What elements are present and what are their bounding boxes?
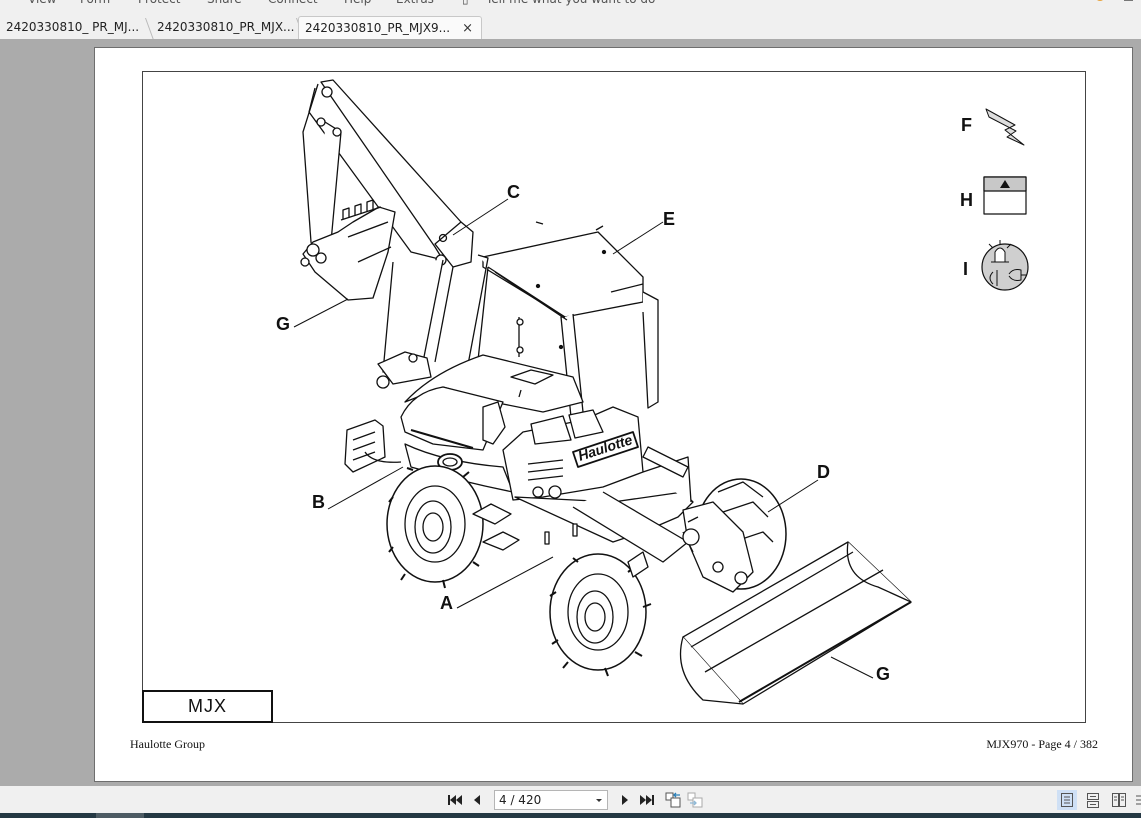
search-icon[interactable]: ⚲ [1111,0,1118,1]
bottom-toolbar: 4 / 420 [0,786,1141,813]
legend-f: F [961,115,972,135]
continuous-view-button[interactable] [1083,790,1103,810]
illustration-frame: Haulotte [142,71,1086,723]
backhoe-loader-illustration: Haulotte [293,79,1029,705]
tab-document-1[interactable]: 2420330810_ PR_MJ... [0,16,155,40]
callout-e: E [663,209,676,229]
tab-document-3-active[interactable]: 2420330810_PR_MJX9... × [298,16,482,39]
page-number-value: 4 / 420 [499,793,542,807]
os-taskbar [0,813,1141,818]
two-page-view-button[interactable] [1109,790,1129,810]
menu-bar: View Form Protect Share Connect Help Ext… [0,0,1141,6]
callout-d: D [817,462,830,482]
next-page-icon [622,795,628,805]
taskbar-highlight [96,813,144,818]
menu-form[interactable]: Form [80,0,110,6]
close-tab-icon[interactable]: × [462,21,473,36]
footer-page-info: MJX970 - Page 4 / 382 [986,737,1098,751]
menu-view[interactable]: View [28,0,56,6]
callout-b: B [312,492,325,512]
dropdown-caret-icon [596,799,602,802]
legend-i: I [963,259,969,279]
previous-page-button[interactable] [466,790,488,810]
previous-view-icon [665,792,681,808]
next-page-button[interactable] [614,790,636,810]
tab-label: 2420330810_PR_MJX9... [305,21,451,35]
first-page-icon [448,795,462,805]
continuous-page-icon [1087,793,1099,808]
footer-company: Haulotte Group [130,737,205,751]
pdf-page: Haulotte [94,47,1133,782]
last-page-button[interactable] [636,790,658,810]
menu-connect[interactable]: Connect [268,0,318,6]
page-navigation: 4 / 420 [444,790,706,810]
continuous-two-page-icon [1136,795,1141,805]
continuous-two-page-button[interactable] [1135,790,1141,810]
callout-g-rear-bucket: G [276,314,291,334]
callout-a: A [440,593,453,613]
previous-view-button[interactable] [662,790,684,810]
window-box-icon[interactable] [1124,0,1133,1]
menu-help[interactable]: Help [344,0,371,6]
page-number-dropdown[interactable]: 4 / 420 [494,790,608,810]
lightning-bolt-icon [985,108,1025,146]
account-icons: ⚲ [1094,0,1133,1]
document-tabs: 2420330810_ PR_MJ... 2420330810_PR_MJX..… [0,12,1141,40]
lightbulb-icon: ▯ [462,0,469,6]
previous-page-icon [474,795,480,805]
last-page-icon [640,795,654,805]
tab-label: 2420330810_ PR_MJ... [6,20,140,34]
next-view-icon [687,792,703,808]
first-page-button[interactable] [444,790,466,810]
single-page-icon [1061,793,1073,807]
legend-h: H [960,190,973,210]
single-page-view-button[interactable] [1057,790,1077,810]
page-display-modes [1057,790,1141,810]
next-view-button[interactable] [684,790,706,810]
two-page-icon [1112,793,1126,807]
callout-g-front-bucket: G [876,664,891,684]
tab-document-2[interactable]: 2420330810_PR_MJX... [151,16,306,40]
model-label-box: MJX [142,690,273,723]
document-viewport[interactable]: Haulotte [0,39,1141,786]
tab-label: 2420330810_PR_MJX... [157,20,295,34]
menu-extras[interactable]: Extras [396,0,434,6]
menu-share[interactable]: Share [207,0,242,6]
menu-protect[interactable]: Protect [138,0,180,6]
tell-me-search[interactable]: Tell me what you want to do [486,0,655,6]
callout-c: C [507,182,520,202]
smiley-icon[interactable] [1094,0,1105,1]
